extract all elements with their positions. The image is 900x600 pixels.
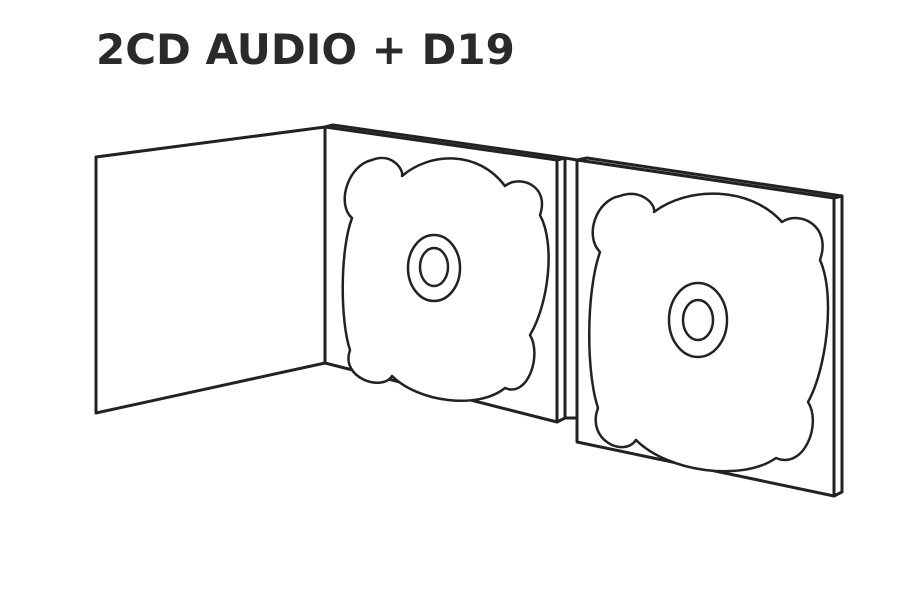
spine xyxy=(563,156,579,420)
tray-panel-1 xyxy=(323,123,567,424)
disc-hub-2-inner xyxy=(681,298,715,342)
left-cover-panel xyxy=(94,125,327,415)
tray-panel-2 xyxy=(575,156,844,498)
disc-hub-1-inner xyxy=(418,246,450,288)
product-title: 2CD AUDIO + D19 xyxy=(96,25,515,74)
